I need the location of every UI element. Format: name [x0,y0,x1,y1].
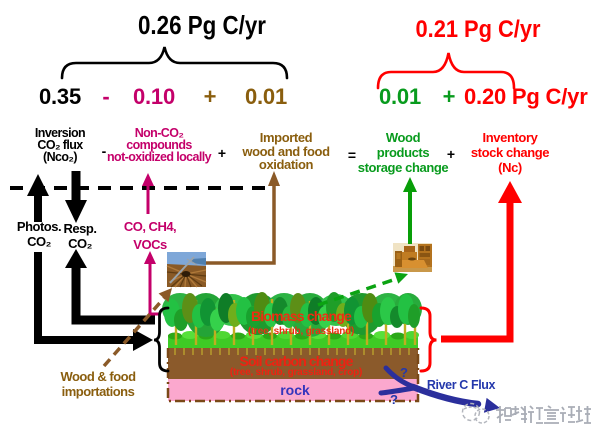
biomass-change-title: Biomass change [250,308,352,324]
term-wood-products-line2: products [376,145,430,160]
wood-furniture-photo [393,243,432,272]
wood-products-arrow [403,177,417,244]
wood-food-import-arrow [102,288,172,368]
rock-label: rock [280,382,310,398]
flux-wood-food-import-line1: Wood & food [60,369,136,384]
term-non-co2-line1: Non-CO₂ [134,126,184,140]
term-imported-line3: oxidation [258,157,314,172]
term-wood-products-line1: Wood [385,130,421,145]
respiration-upper-arrow [65,171,87,223]
term-inventory: Inventory stock change (Nc) [470,130,550,175]
biomass-change-subtitle: (tree, shrub, grassland) [247,326,355,337]
soil-carbon-subtitle: (tree, shrub, grassland, crop) [229,367,363,378]
flux-wood-food-import-line2: importations [61,383,135,399]
land-block [162,292,422,403]
term-inversion-line1: Inversion [34,126,86,140]
total-right-value: 0.21 Pg C/yr [415,16,541,43]
wood-harvest-dashed-arrow [317,272,408,307]
respiration-lower-arrow [65,249,155,325]
term-plus-operator-2: + [446,146,456,162]
non-co2-upper-arrow [142,173,154,214]
river-c-flux-label: River C Flux [426,378,496,392]
photosynthesis-upper-arrow [27,174,49,222]
photosynthesis-lower-arrow [34,252,153,351]
term-plus-operator-1: + [217,145,227,161]
rock-layer [168,379,418,401]
question-mark-upper: ? [400,365,408,380]
term-inventory-line2: stock change [470,145,550,160]
equation-wood-products-value: 0.01 [378,84,422,109]
grass-band [168,335,418,348]
term-wood-products: Wood products storage change [358,130,449,175]
flux-respiration: Resp. CO₂ [64,221,97,251]
equation-imported-value: 0.01 [244,84,288,109]
equation-plus-sign-1: + [203,84,217,109]
term-inventory-line3: (Nc) [498,160,522,175]
flux-photosynthesis-line1: Photos. [16,219,62,234]
term-non-co2-line3: not-oxidized locally [107,150,212,164]
term-imported: Imported wood and food oxidation [242,130,330,172]
equation-plus-sign-2: + [442,84,456,109]
flux-photosynthesis: Photos. CO₂ [16,219,62,249]
land-dashdot-border [166,348,420,403]
term-minus-operator: - [101,143,107,159]
term-wood-products-line3: storage change [357,160,449,175]
total-left-value: 0.26 Pg C/yr [137,10,267,40]
grass-roots [174,347,410,355]
question-mark-lower: ? [390,392,398,407]
term-imported-line1: Imported [259,130,313,145]
equation-minus-sign: - [102,84,110,109]
land-left-brace [153,306,170,373]
flux-respiration-line2: CO₂ [68,236,92,251]
term-equals-operator: = [347,147,357,163]
inventory-stock-arrow [441,181,522,343]
flux-non-co2-gases-line1: CO, CH4, [123,219,177,234]
term-imported-line2: wood and food [242,143,330,159]
term-inversion-line2: CO₂ flux [37,138,83,152]
flux-non-co2-gases: CO, CH4, VOCs [123,218,177,254]
log-pile-photo [166,252,207,288]
term-non-co2-line2: compounds [126,138,192,152]
term-inventory-line1: Inventory [482,130,538,145]
soil-carbon-title: Soil carbon change [239,353,354,369]
equation-non-co2-value: 0.10 [132,84,176,109]
brace-total-right [376,52,516,90]
flux-non-co2-gases-line2: VOCs [133,237,167,252]
flux-photosynthesis-line2: CO₂ [27,234,51,249]
watermark-text: 格致论道讲坛 [496,405,600,423]
flux-respiration-line1: Resp. [63,221,97,236]
globe-icon [461,402,490,424]
flux-wood-food-import: Wood & food importations [60,369,136,399]
forest-trees [162,292,422,345]
term-non-co2: Non-CO₂ compounds not-oxidized locally [107,126,212,164]
non-co2-lower-arrow [144,251,159,316]
land-right-brace [419,306,437,373]
brace-total-left [60,46,289,80]
watermark-glyphs [496,405,591,424]
soil-layer [168,346,418,380]
imported-oxidation-arrow [206,171,280,265]
term-inversion: Inversion CO₂ flux (Nco₂) [34,126,86,164]
equation-inventory-value: 0.20 Pg C/yr [464,84,588,109]
equation-inversion-value: 0.35 [38,84,82,109]
term-inversion-line3: (Nco₂) [43,150,78,164]
